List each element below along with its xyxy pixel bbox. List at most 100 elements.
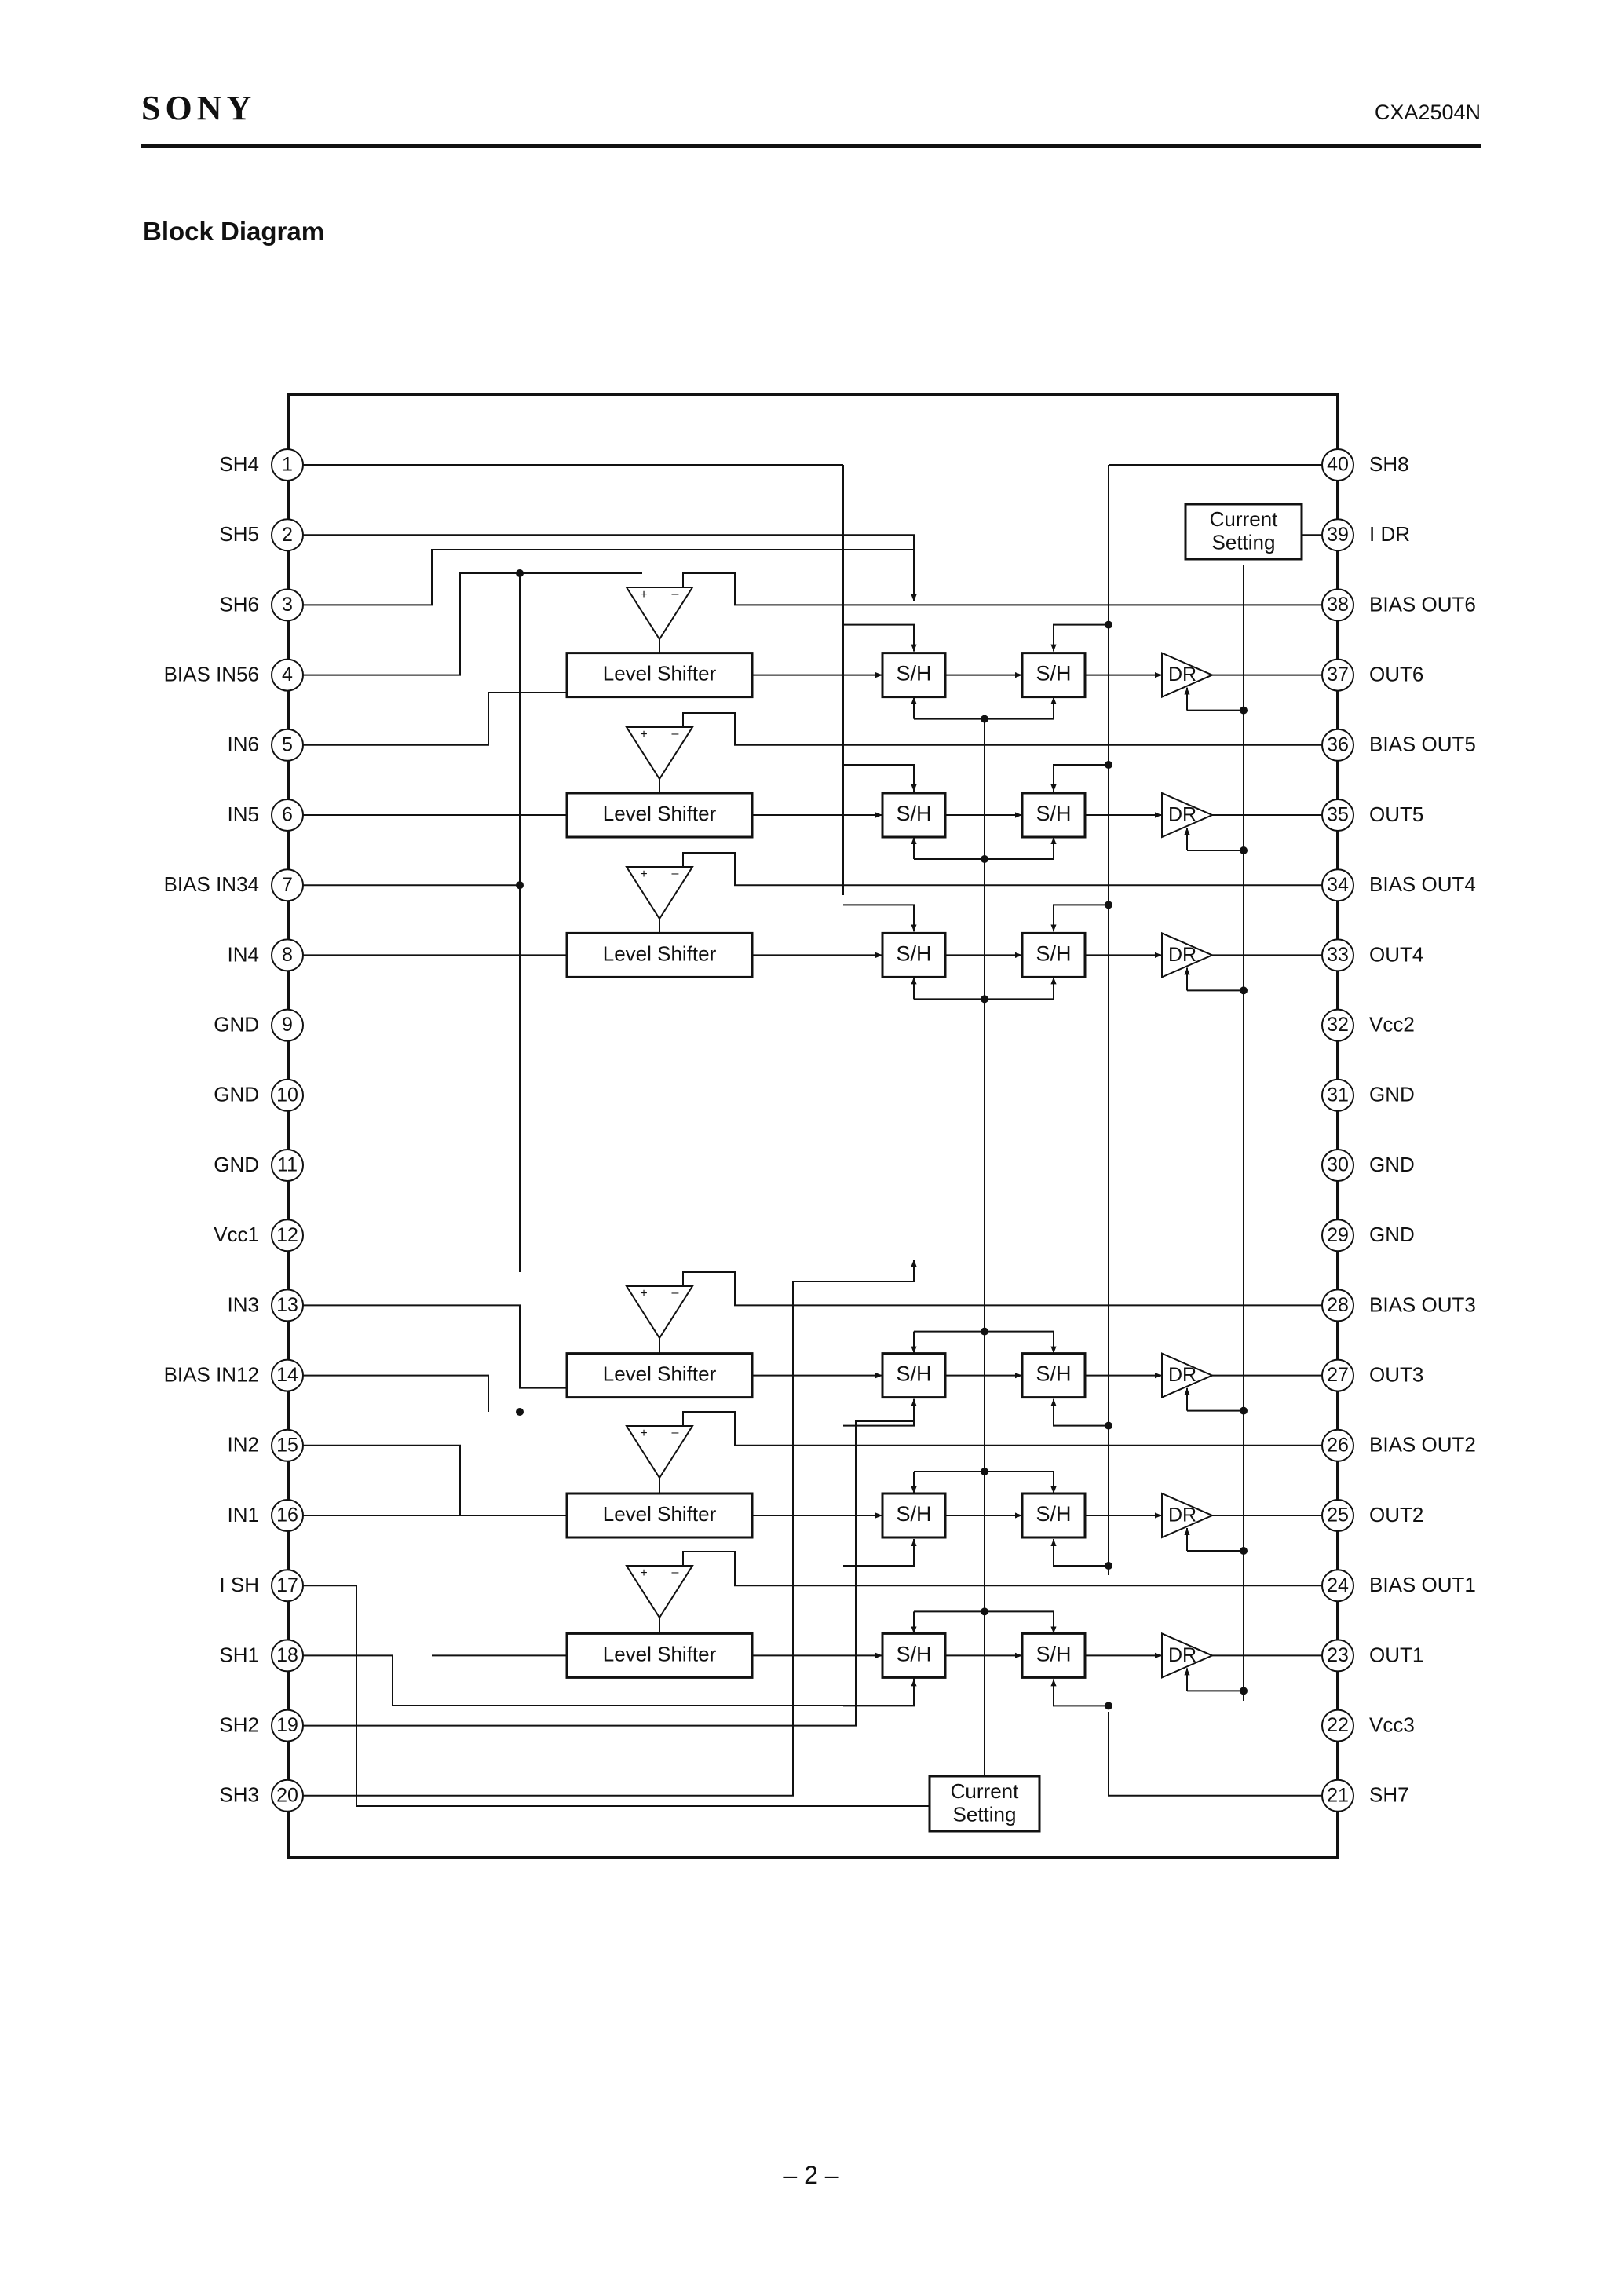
pin-33-label: OUT4 (1369, 942, 1423, 966)
pin-36-number: 36 (1327, 733, 1349, 755)
sample-hold-b-3 (1021, 931, 1087, 978)
pin-20-number: 20 (276, 1784, 298, 1806)
pin-3-circle (271, 588, 304, 622)
wire (843, 1398, 917, 1427)
pin-26-number: 26 (1327, 1434, 1349, 1456)
pin-36-label: BIAS OUT5 (1369, 733, 1476, 756)
pin-9-label: GND (214, 1012, 259, 1036)
sample-hold-b-5 (1021, 1492, 1087, 1539)
bias-amp-2 (625, 726, 694, 781)
pin-23-circle (1321, 1639, 1354, 1673)
sample-hold-b-1-label: S/H (1036, 662, 1071, 686)
current-setting-sample-hold (928, 1775, 1041, 1833)
pin-24-number: 24 (1327, 1574, 1349, 1596)
section-title: Block Diagram (143, 217, 325, 246)
pin-19-label: SH2 (219, 1713, 259, 1736)
pin-26-label: BIAS OUT2 (1369, 1433, 1476, 1457)
wire (1050, 764, 1109, 792)
wire (1050, 904, 1109, 932)
pin-18-number: 18 (276, 1644, 298, 1666)
sample-hold-a-5 (881, 1492, 947, 1539)
current-setting-driver (1184, 503, 1303, 561)
pin-8-number: 8 (282, 944, 293, 966)
pin-20-circle (271, 1779, 304, 1812)
pin-2-circle (271, 518, 304, 552)
pin-28-circle (1321, 1289, 1354, 1322)
driver-5-label: DR (1168, 1504, 1196, 1526)
wire (303, 1654, 917, 1706)
pin-16-label: IN1 (228, 1503, 259, 1526)
bias-amp-2-minus: – (672, 727, 679, 740)
sample-hold-a-4-label: S/H (896, 1362, 931, 1386)
wire (303, 1420, 914, 1727)
pin-6-circle (271, 799, 304, 832)
sample-hold-b-2-label: S/H (1036, 802, 1071, 825)
driver-1-label: DR (1168, 664, 1196, 686)
current-setting-sample-hold-label-line2: Setting (953, 1802, 1017, 1826)
bias-amp-1-minus: – (672, 587, 679, 601)
pin-6-label: IN5 (228, 803, 259, 826)
sample-hold-b-5-label: S/H (1036, 1502, 1071, 1526)
pin-40-number: 40 (1327, 454, 1349, 476)
pin-17-label: I SH (219, 1573, 259, 1596)
sample-hold-a-2 (881, 792, 947, 839)
pin-13-number: 13 (276, 1294, 298, 1316)
pin-22-number: 22 (1327, 1714, 1349, 1736)
pin-30-number: 30 (1327, 1154, 1349, 1176)
bias-amp-3-minus: – (672, 867, 679, 880)
wire (843, 904, 917, 932)
wire (682, 1411, 1322, 1446)
pin-25-label: OUT2 (1369, 1503, 1423, 1526)
pin-22-label: Vcc3 (1369, 1713, 1415, 1736)
pin-29-circle (1321, 1219, 1354, 1252)
pin-13-circle (271, 1289, 304, 1322)
junction-dot (516, 569, 524, 577)
level-shifter-3 (565, 931, 754, 978)
bias-amp-5-minus: – (672, 1426, 679, 1439)
pin-31-circle (1321, 1078, 1354, 1112)
sample-hold-a-3 (881, 931, 947, 978)
pin-25-circle (1321, 1499, 1354, 1532)
pin-40-circle (1321, 448, 1354, 481)
pin-33-number: 33 (1327, 944, 1349, 966)
header-rule (141, 144, 1481, 148)
pin-36-circle (1321, 728, 1354, 762)
pin-21-label: SH7 (1369, 1783, 1409, 1807)
driver-2 (1161, 792, 1215, 839)
bias-amp-1-plus: + (640, 588, 647, 601)
pin-38-label: BIAS OUT6 (1369, 592, 1476, 616)
pin-39-label: I DR (1369, 522, 1410, 546)
pin-38-circle (1321, 588, 1354, 622)
sample-hold-b-1 (1021, 652, 1087, 699)
pin-27-circle (1321, 1358, 1354, 1392)
level-shifter-1-label: Level Shifter (603, 661, 717, 685)
bias-amp-1 (625, 587, 694, 641)
pin-32-label: Vcc2 (1369, 1012, 1415, 1036)
pin-10-label: GND (214, 1083, 259, 1106)
pin-11-circle (271, 1149, 304, 1182)
pin-39-number: 39 (1327, 524, 1349, 546)
junction-dot (1105, 1702, 1112, 1710)
sample-hold-b-3-label: S/H (1036, 942, 1071, 966)
pin-22-circle (1321, 1709, 1354, 1742)
pin-19-number: 19 (276, 1714, 298, 1736)
pin-9-circle (271, 1008, 304, 1042)
pin-10-circle (271, 1078, 304, 1112)
wire (1050, 623, 1109, 652)
wire (303, 534, 917, 601)
wire (682, 852, 1322, 887)
bias-amp-4-plus: + (640, 1287, 647, 1300)
sample-hold-a-3-label: S/H (896, 942, 931, 966)
pin-24-circle (1321, 1569, 1354, 1603)
pin-3-label: SH6 (219, 592, 259, 616)
wire (303, 549, 914, 606)
pin-24-label: BIAS OUT1 (1369, 1573, 1476, 1596)
bias-amp-2-plus: + (640, 728, 647, 741)
pin-17-number: 17 (276, 1574, 298, 1596)
pin-37-number: 37 (1327, 664, 1349, 686)
sample-hold-a-6 (881, 1632, 947, 1679)
sample-hold-b-6 (1021, 1632, 1087, 1679)
pin-35-label: OUT5 (1369, 803, 1423, 826)
pin-2-number: 2 (282, 524, 293, 546)
